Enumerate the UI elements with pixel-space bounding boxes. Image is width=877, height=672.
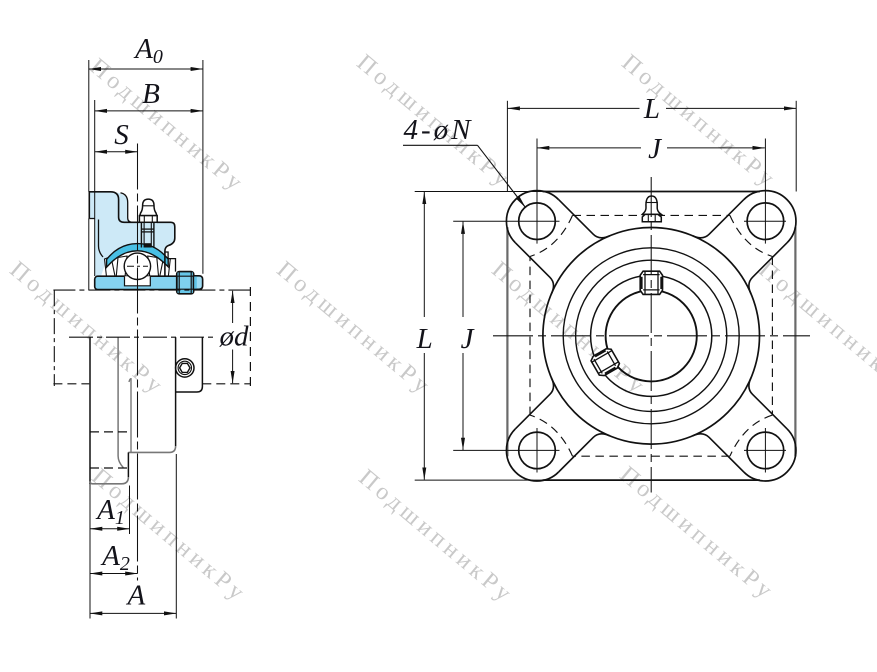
svg-text:J: J — [461, 323, 475, 355]
svg-text:J: J — [648, 133, 662, 165]
svg-text:L: L — [416, 323, 433, 355]
svg-text:A2: A2 — [100, 540, 130, 575]
svg-text:4-øN: 4-øN — [404, 114, 474, 146]
svg-text:ød: ød — [219, 321, 250, 353]
svg-text:B: B — [142, 78, 160, 110]
svg-text:L: L — [643, 93, 660, 125]
svg-text:A: A — [126, 580, 146, 612]
svg-text:S: S — [114, 119, 129, 151]
